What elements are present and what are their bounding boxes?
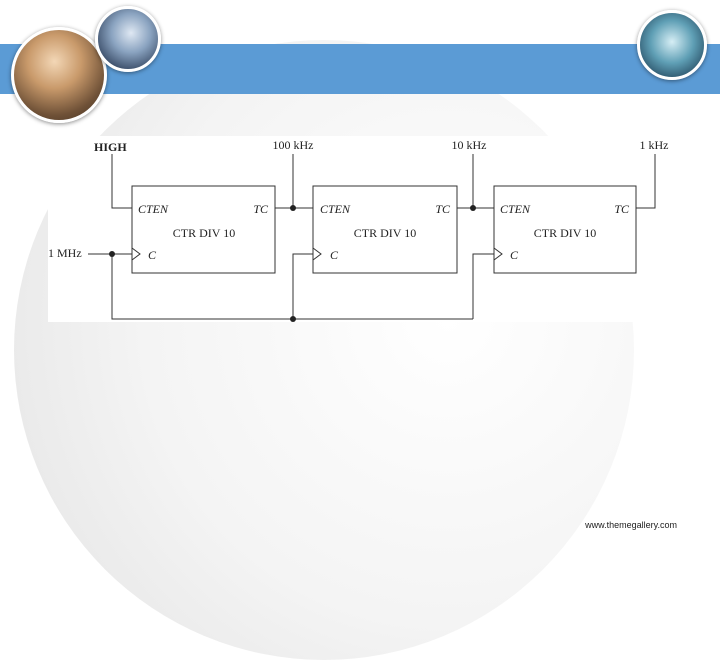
high-wire <box>111 154 132 209</box>
high-label: HIGH <box>94 140 127 154</box>
output-label-10khz: 10 kHz <box>452 138 487 152</box>
clock-triangle-1 <box>131 247 141 261</box>
businessman-photo <box>95 6 161 72</box>
counter-2-box <box>312 185 458 274</box>
junction-dot <box>109 251 115 257</box>
clock-triangle-3 <box>493 247 503 261</box>
clock-to-counter-2-wire <box>292 253 313 319</box>
clock-bus-wire <box>111 254 473 320</box>
counter-2-tc-label: TC <box>435 202 451 216</box>
clock-triangle-2 <box>312 247 322 261</box>
counter-1-tc-label: TC <box>253 202 269 216</box>
output-label-100khz: 100 kHz <box>273 138 314 152</box>
counter-3-cten-label: CTEN <box>500 202 531 216</box>
background-circle <box>14 40 634 660</box>
junction-dot <box>290 316 296 322</box>
counter-1-clock-label: C <box>148 248 157 262</box>
clock-to-counter-3-wire <box>472 253 494 319</box>
input-frequency-label: 1 MHz <box>48 246 82 260</box>
junction-dot <box>470 205 476 211</box>
counter-3-clock-label: C <box>510 248 519 262</box>
counter-3-box <box>493 185 637 274</box>
counter-3-name-label: CTR DIV 10 <box>534 226 596 240</box>
output-1khz-wire <box>636 154 656 209</box>
business-people-photo <box>11 27 107 123</box>
counter-2-clock-label: C <box>330 248 339 262</box>
counter-1-box <box>131 185 276 274</box>
counter-2-cten-label: CTEN <box>320 202 351 216</box>
footer-url: www.themegallery.com <box>585 520 677 530</box>
output-label-1khz: 1 kHz <box>640 138 669 152</box>
counter-1-name-label: CTR DIV 10 <box>173 226 235 240</box>
counter-1-cten-label: CTEN <box>138 202 169 216</box>
counter-3-tc-label: TC <box>614 202 630 216</box>
counter-2-name-label: CTR DIV 10 <box>354 226 416 240</box>
junction-dot <box>290 205 296 211</box>
person-at-desk-photo <box>637 10 707 80</box>
counter-diagram: HIGH 1 MHz 100 kHz 10 kHz 1 kHz CTEN TC … <box>48 136 670 322</box>
